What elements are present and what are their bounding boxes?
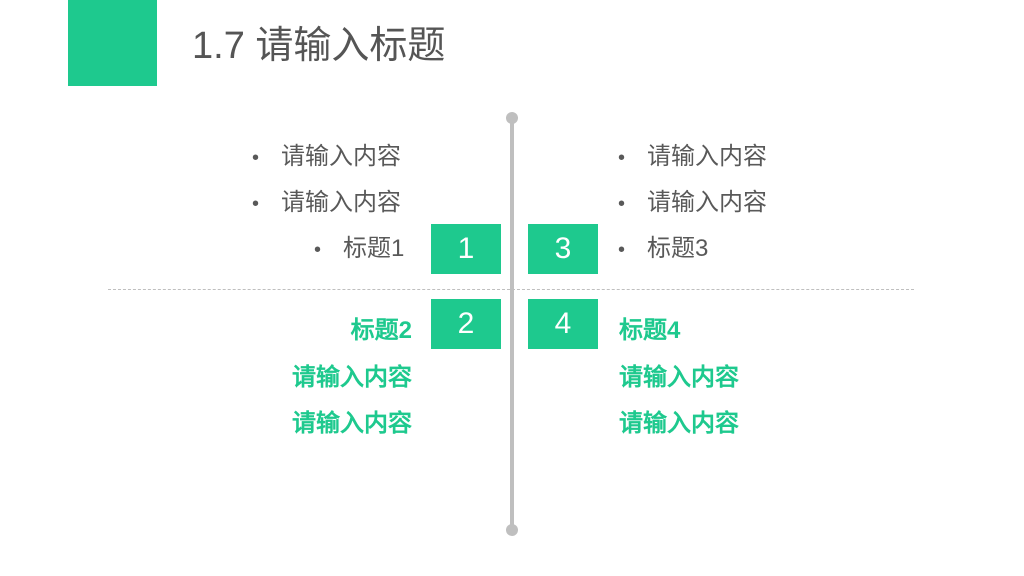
top-right-heading: • 标题3 (618, 234, 708, 265)
heading-text: 标题1 (343, 235, 405, 262)
item-text: 请输入内容 (647, 143, 768, 170)
number-box-4: 4 (528, 299, 598, 349)
bottom-left-item-1: 请输入内容 (292, 364, 412, 391)
bottom-right-item-2: 请输入内容 (619, 410, 739, 437)
bullet-icon: • (618, 239, 626, 261)
number-box-2: 2 (431, 299, 501, 349)
item-text: 请输入内容 (281, 143, 402, 170)
top-left-heading: • 标题1 (314, 234, 404, 265)
bullet-icon: • (252, 147, 260, 169)
top-right-item-1: • 请输入内容 (618, 142, 767, 173)
axis-bottom-dot (506, 524, 518, 536)
number-box-1: 1 (431, 224, 501, 274)
number-box-3: 3 (528, 224, 598, 274)
bottom-left-item-2: 请输入内容 (292, 410, 412, 437)
top-left-item-2: • 请输入内容 (252, 188, 401, 219)
bullet-icon: • (314, 239, 322, 261)
item-text: 请输入内容 (647, 189, 768, 216)
bullet-icon: • (618, 147, 626, 169)
top-right-item-2: • 请输入内容 (618, 188, 767, 219)
bottom-right-heading: 标题4 (619, 317, 681, 344)
horizontal-dashed-divider (108, 289, 914, 290)
bullet-icon: • (618, 193, 626, 215)
item-text: 请输入内容 (281, 189, 402, 216)
top-left-item-1: • 请输入内容 (252, 142, 401, 173)
vertical-axis-line (510, 118, 514, 531)
heading-text: 标题3 (647, 235, 709, 262)
bottom-right-item-1: 请输入内容 (619, 364, 739, 391)
bottom-left-heading: 标题2 (350, 317, 412, 344)
page-title: 1.7 请输入标题 (192, 25, 446, 67)
axis-top-dot (506, 112, 518, 124)
corner-accent-block (68, 0, 157, 86)
bullet-icon: • (252, 193, 260, 215)
